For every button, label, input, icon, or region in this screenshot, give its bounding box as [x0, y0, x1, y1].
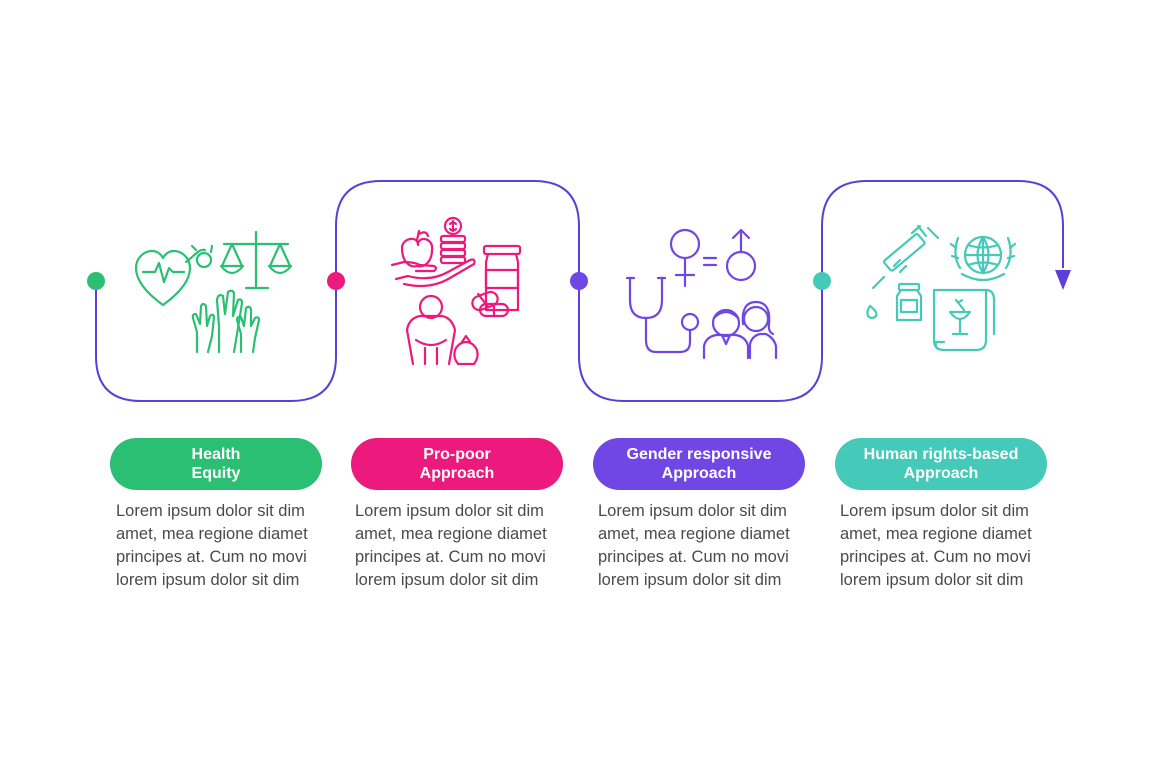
step-1-text-line-4: lorem ipsum dolor sit dim — [116, 571, 300, 589]
step-2-text-line-4: lorem ipsum dolor sit dim — [355, 571, 539, 589]
flow-arrowhead — [1055, 270, 1071, 290]
step-2-description: Lorem ipsum dolor sit dim amet, mea regi… — [355, 500, 575, 592]
step-4-text-line-1: Lorem ipsum dolor sit dim — [840, 502, 1029, 520]
step-3-title-line-1: Gender responsive — [626, 446, 772, 463]
step-1-dot — [87, 272, 105, 290]
step-2-text-line-2: amet, mea regione diamet — [355, 525, 547, 543]
step-3-text-line-3: principes at. Cum no movi — [598, 548, 789, 566]
step-3-title-pill: Gender responsive Approach — [593, 438, 805, 490]
human-rights-icon — [866, 224, 1017, 352]
step-4-title-line-2: Approach — [903, 465, 979, 482]
step-3-title-line-2: Approach — [661, 465, 737, 482]
step-4-title-pill: Human rights-based Approach — [835, 438, 1047, 490]
step-2-text-line-1: Lorem ipsum dolor sit dim — [355, 502, 544, 520]
gender-responsive-icon — [625, 228, 778, 360]
step-4-text-line-4: lorem ipsum dolor sit dim — [840, 571, 1024, 589]
step-1-description: Lorem ipsum dolor sit dim amet, mea regi… — [116, 500, 336, 592]
step-1-title-line-1: Health — [191, 446, 241, 463]
step-2-dot — [327, 272, 345, 290]
step-2-title-line-1: Pro-poor — [423, 446, 491, 463]
step-3-description: Lorem ipsum dolor sit dim amet, mea regi… — [598, 500, 818, 592]
health-equity-icon — [134, 230, 293, 354]
pro-poor-icon — [390, 216, 522, 366]
step-1-text-line-3: principes at. Cum no movi — [116, 548, 307, 566]
step-1-title-pill: Health Equity — [110, 438, 322, 490]
step-2-text-line-3: principes at. Cum no movi — [355, 548, 546, 566]
step-3-text-line-1: Lorem ipsum dolor sit dim — [598, 502, 787, 520]
step-2-title-line-2: Approach — [419, 465, 495, 482]
step-1-text-line-1: Lorem ipsum dolor sit dim — [116, 502, 305, 520]
step-3-text-line-4: lorem ipsum dolor sit dim — [598, 571, 782, 589]
step-3-text-line-2: amet, mea regione diamet — [598, 525, 790, 543]
step-4-text-line-2: amet, mea regione diamet — [840, 525, 1032, 543]
step-4-description: Lorem ipsum dolor sit dim amet, mea regi… — [840, 500, 1060, 592]
step-3-dot — [570, 272, 588, 290]
step-4-title-line-1: Human rights-based — [863, 446, 1019, 463]
step-4-dot — [813, 272, 831, 290]
step-4-text-line-3: principes at. Cum no movi — [840, 548, 1031, 566]
step-1-title-line-2: Equity — [191, 465, 241, 482]
flow-connector-line — [95, 180, 1064, 402]
step-1-text-line-2: amet, mea regione diamet — [116, 525, 308, 543]
step-2-title-pill: Pro-poor Approach — [351, 438, 563, 490]
